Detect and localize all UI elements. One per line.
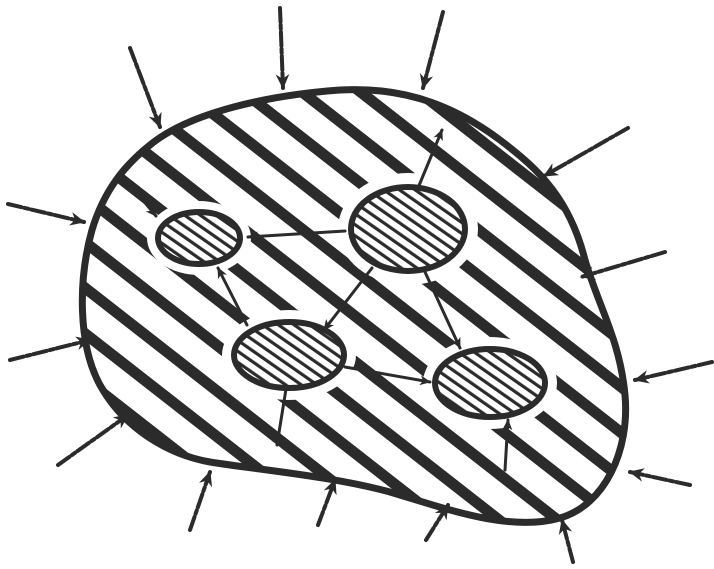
outer-region (82, 90, 625, 523)
node-center (222, 310, 356, 400)
external-arrow-top-1 (280, 8, 283, 88)
external-arrow-bottom-2 (318, 480, 335, 525)
external-arrow-left-mid (10, 340, 90, 360)
external-arrow-top-left (130, 48, 160, 127)
external-arrow-bottom-1 (190, 472, 210, 530)
outer-blob-hatch (82, 90, 625, 523)
external-arrow-left-low (58, 415, 128, 465)
node-bottom-right (423, 337, 557, 429)
external-arrow-bottom-4 (562, 520, 573, 562)
node-top-right (338, 173, 478, 285)
external-arrow-right-low (635, 362, 712, 380)
external-arrow-right-mid (581, 252, 665, 277)
external-arrow-left-top (8, 204, 84, 222)
external-arrow-right-top (544, 128, 628, 176)
external-arrow-right-bottom (630, 472, 690, 485)
external-arrow-bottom-3 (426, 505, 448, 540)
external-arrow-top-2 (423, 12, 443, 88)
node-left (147, 201, 251, 275)
